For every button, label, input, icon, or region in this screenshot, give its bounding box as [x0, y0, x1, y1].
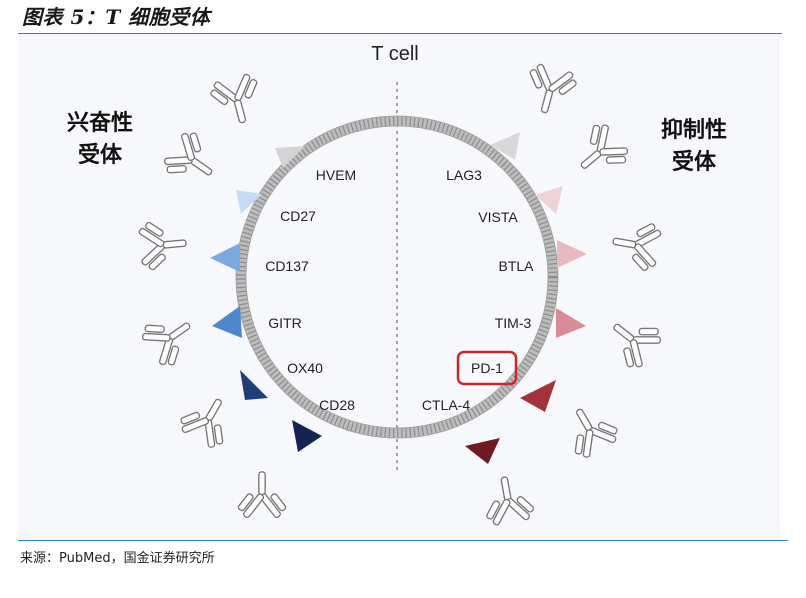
receptor-ox40: OX40: [173, 360, 323, 454]
right-group-line2: 受体: [672, 149, 717, 175]
receptor-cd27: CD27: [157, 124, 316, 224]
left-group-label: 兴奋性 受体: [67, 110, 133, 168]
antibody-icon: [173, 386, 243, 454]
receptor-gitr: GITR: [135, 302, 302, 374]
receptor-gitr-triangle: [212, 306, 242, 338]
antibody-icon: [135, 302, 205, 374]
receptor-cd27-label: CD27: [280, 208, 316, 224]
receptor-ctla4: CTLA-4: [422, 397, 539, 529]
antibody-icon: [598, 304, 669, 376]
receptor-pd1-triangle: [520, 380, 556, 412]
antibody-icon: [157, 124, 227, 196]
receptor-tim3-label: TIM-3: [495, 315, 532, 331]
figure-source: 来源：PubMed，国金证券研究所: [20, 551, 215, 566]
receptor-tim3: TIM-3: [495, 304, 669, 376]
rule-tick: [782, 33, 789, 34]
receptor-cd28-triangle: [292, 420, 322, 452]
antibody-icon: [518, 59, 582, 120]
receptor-cd137: CD137: [136, 216, 309, 274]
receptor-tim3-triangle: [556, 308, 586, 338]
antibody-icon: [136, 216, 189, 274]
membrane-inner-edge: [245, 125, 549, 429]
antibody-icon: [555, 396, 625, 464]
receptor-vista-label: VISTA: [478, 209, 518, 225]
receptor-pd1: PD-1: [456, 350, 625, 464]
receptor-gitr-label: GITR: [268, 315, 301, 331]
receptor-ox40-label: OX40: [287, 360, 323, 376]
cell-label: T cell: [371, 43, 418, 65]
receptor-cd28: CD28: [235, 397, 355, 520]
antibody-icon: [235, 471, 289, 520]
membrane-outer-edge: [235, 115, 559, 439]
receptor-lag3: LAG3: [446, 59, 582, 183]
receptor-cd137-label: CD137: [265, 258, 309, 274]
antibody-icon: [608, 214, 665, 276]
receptor-vista: VISTA: [478, 116, 636, 225]
receptor-btla: BTLA: [498, 214, 665, 276]
figure-title: 图表 5：T 细胞受体: [22, 5, 211, 29]
receptor-pd1-highlight-box: [456, 350, 518, 386]
antibody-icon: [564, 116, 636, 188]
receptor-lag3-triangle: [490, 132, 520, 160]
receptor-hvem-triangle: [275, 146, 305, 168]
receptor-btla-label: BTLA: [498, 258, 534, 274]
receptor-cd27-triangle: [236, 190, 262, 214]
title-rule: [18, 33, 788, 34]
receptor-lag3-label: LAG3: [446, 167, 482, 183]
antibody-icon: [205, 69, 269, 130]
bottom-rule: [18, 540, 788, 541]
right-group-label: 抑制性 受体: [661, 117, 727, 175]
receptor-cd137-triangle: [210, 243, 240, 272]
receptor-pd1-label: PD-1: [471, 360, 503, 376]
receptor-ox40-triangle: [240, 370, 268, 400]
receptor-ctla4-triangle: [465, 438, 500, 464]
receptor-hvem-label: HVEM: [316, 167, 356, 183]
receptor-cd28-label: CD28: [319, 397, 355, 413]
right-group-line1: 抑制性: [661, 117, 727, 143]
left-group-line2: 受体: [78, 142, 123, 168]
receptor-btla-triangle: [557, 240, 587, 268]
receptor-hvem: HVEM: [205, 69, 356, 183]
receptor-ctla4-label: CTLA-4: [422, 397, 470, 413]
receptor-vista-triangle: [535, 186, 563, 214]
cell-membrane-texture: [236, 116, 558, 438]
left-group-line1: 兴奋性: [67, 110, 133, 136]
antibody-icon: [477, 472, 539, 529]
